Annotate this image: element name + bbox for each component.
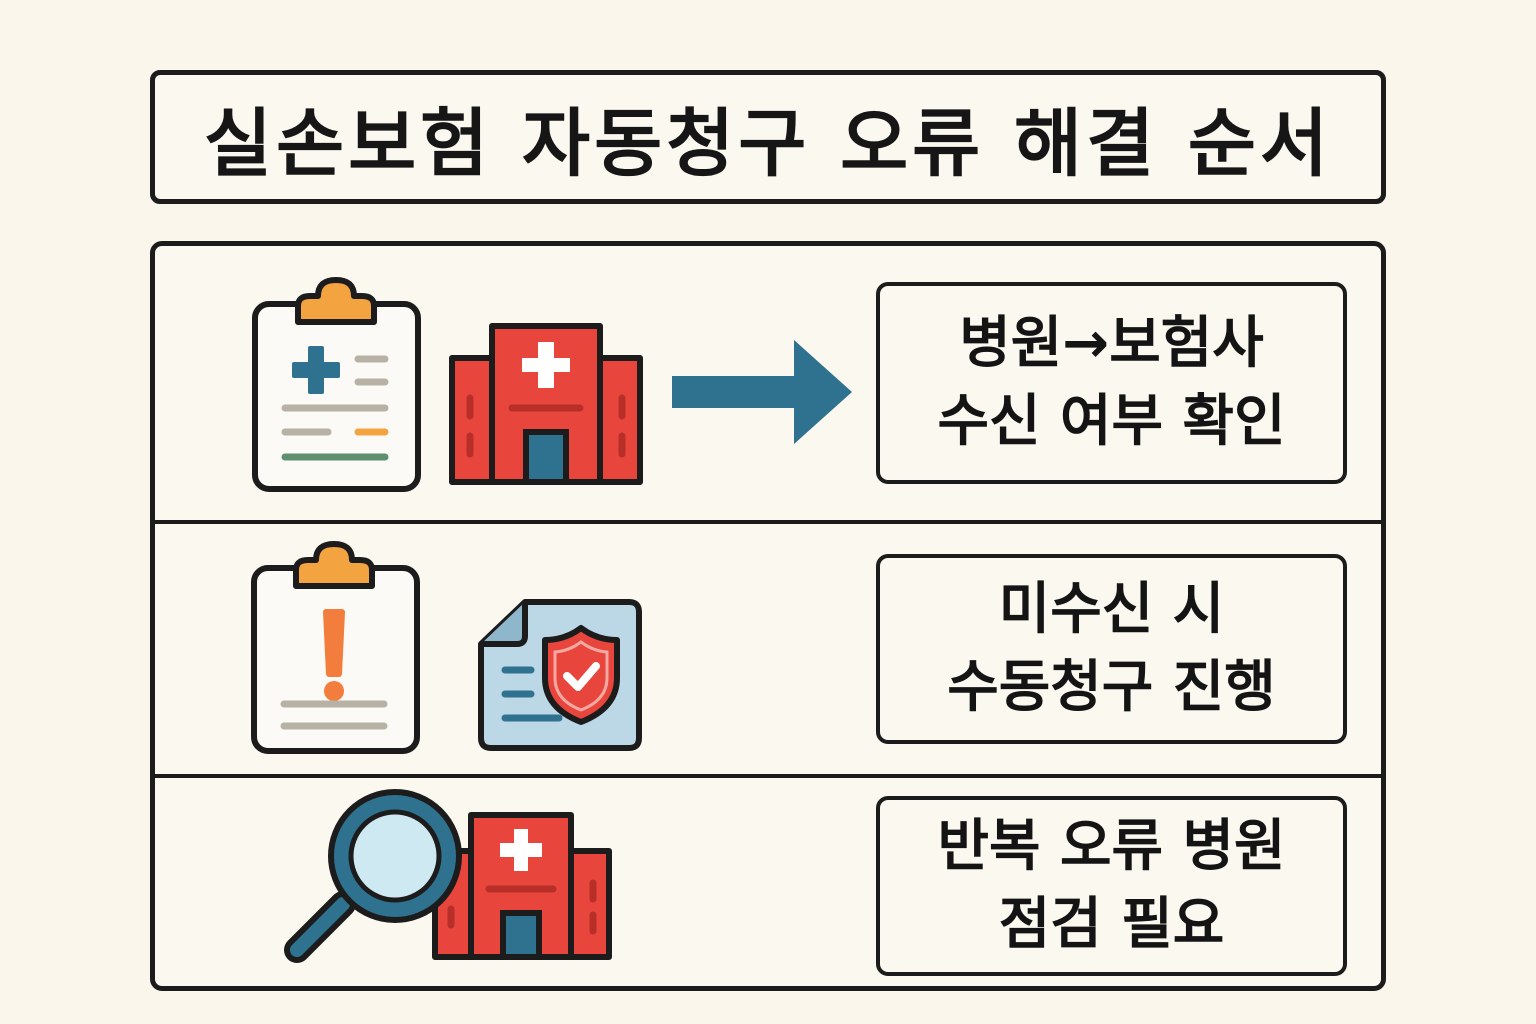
magnifier-icon [284, 789, 462, 963]
clipboard-alert-icon [251, 541, 420, 754]
step-1-line-2: 수신 여부 확인 [937, 389, 1286, 454]
clipboard-medical-icon [252, 277, 421, 492]
row-divider-2 [155, 774, 1381, 778]
arrow-right-icon [672, 340, 852, 444]
row-divider-1 [155, 520, 1381, 524]
step-2-line-1: 미수신 시 [998, 577, 1225, 642]
shield-document-icon [478, 599, 642, 751]
hospital-icon [432, 812, 612, 960]
title-box: 실손보험 자동청구 오류 해결 순서 [150, 70, 1386, 204]
step-3-line-2: 점검 필요 [998, 892, 1225, 957]
step-3-line-1: 반복 오류 병원 [937, 814, 1286, 879]
step-1-line-1: 병원→보험사 [959, 311, 1264, 376]
page-title: 실손보험 자동청구 오류 해결 순서 [203, 100, 1333, 187]
steps-panel: 병원→보험사 수신 여부 확인 미수신 시 수동청구 진행 [150, 241, 1386, 991]
step-2-line-2: 수동청구 진행 [947, 655, 1276, 720]
step-label-3: 반복 오류 병원 점검 필요 [876, 796, 1347, 976]
step-label-2: 미수신 시 수동청구 진행 [876, 554, 1347, 744]
hospital-icon [449, 323, 643, 485]
step-label-1: 병원→보험사 수신 여부 확인 [876, 282, 1347, 484]
